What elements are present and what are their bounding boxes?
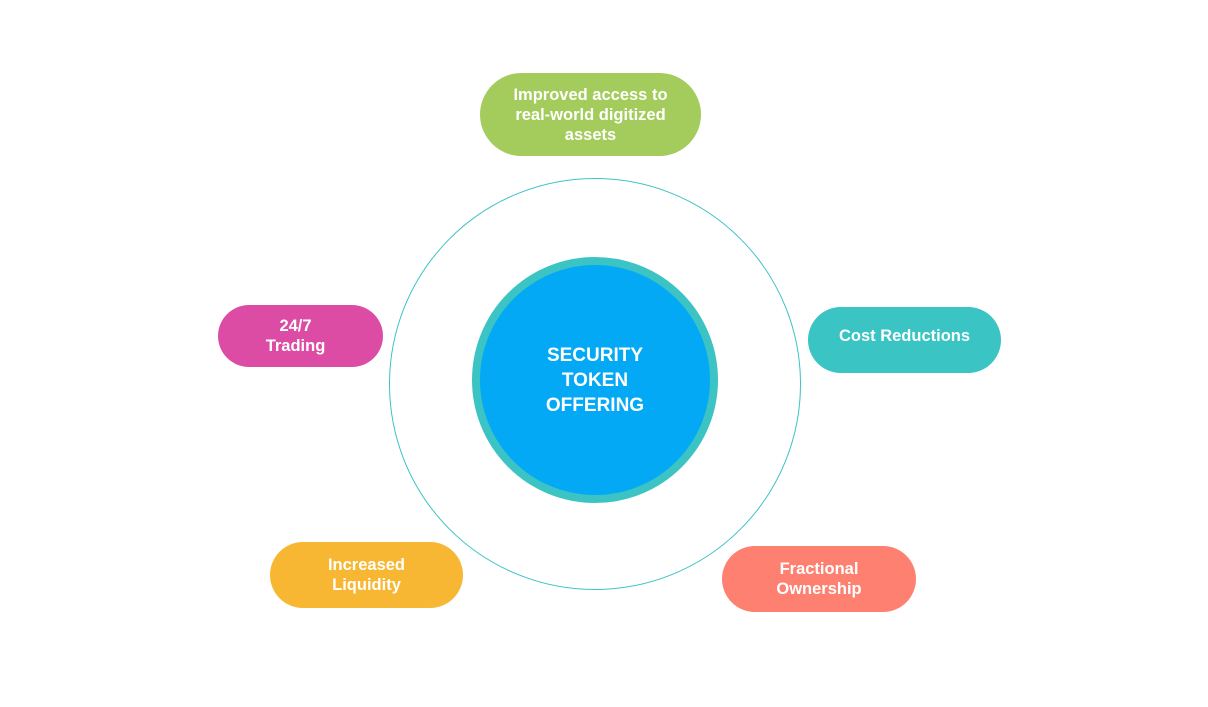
benefit-label: 24/7 Trading bbox=[265, 317, 326, 355]
benefit-label: Improved access to real-world digitized … bbox=[513, 85, 668, 144]
benefit-liquidity: Increased Liquidity bbox=[270, 542, 463, 608]
benefit-trading: 24/7 Trading bbox=[218, 305, 383, 367]
center-circle: SECURITY TOKEN OFFERING bbox=[472, 257, 718, 503]
benefit-label: Cost Reductions bbox=[838, 327, 971, 345]
benefit-ownership: Fractional Ownership bbox=[722, 546, 916, 612]
outer-ring bbox=[389, 178, 801, 590]
benefit-access: Improved access to real-world digitized … bbox=[480, 73, 701, 156]
benefit-cost: Cost Reductions bbox=[808, 307, 1001, 373]
center-title: SECURITY TOKEN OFFERING bbox=[545, 344, 645, 416]
benefit-label: Fractional Ownership bbox=[776, 560, 862, 598]
benefit-label: Increased Liquidity bbox=[327, 556, 406, 594]
